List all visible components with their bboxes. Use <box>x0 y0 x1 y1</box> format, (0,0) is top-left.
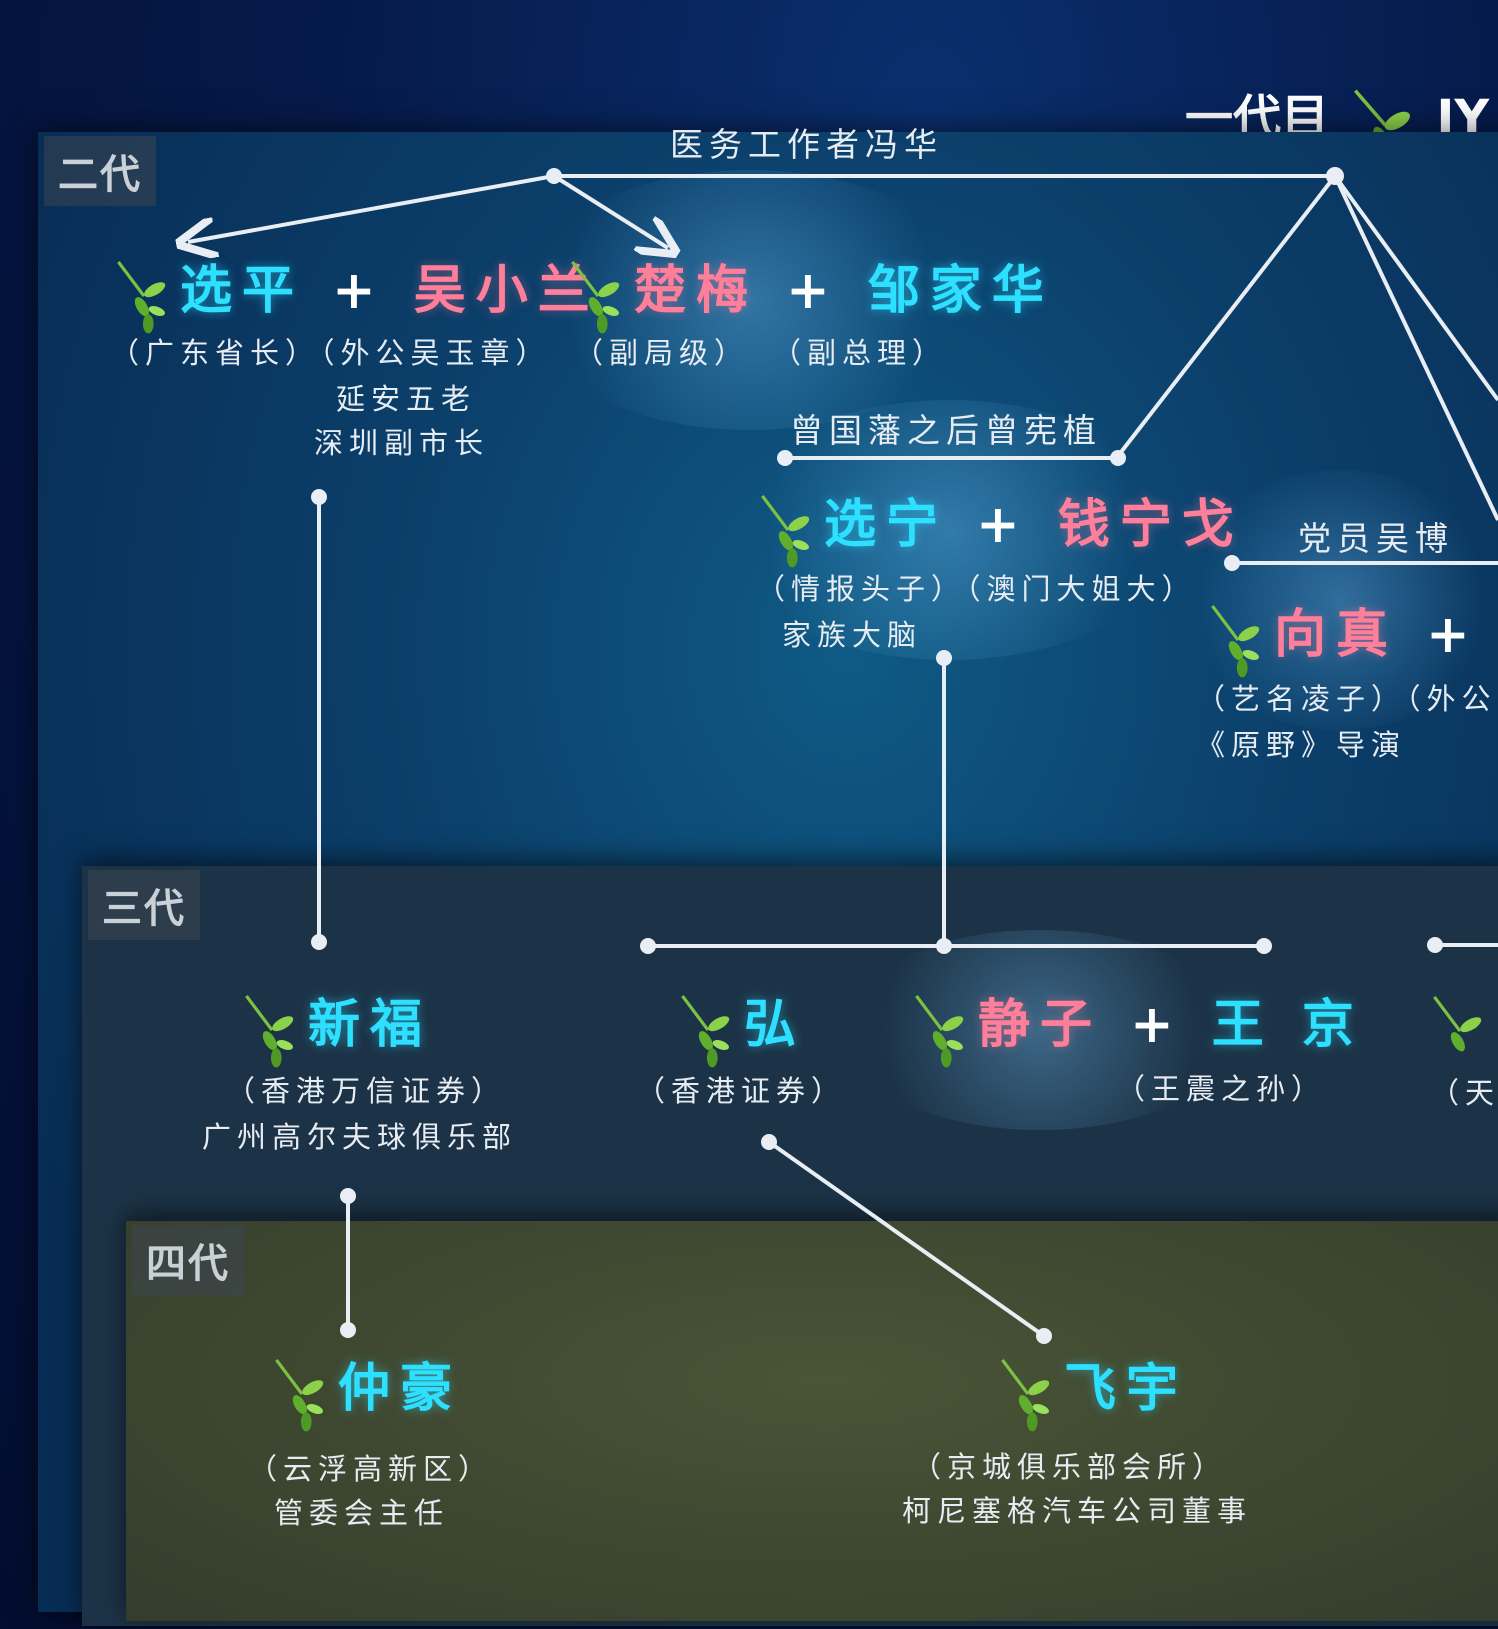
leaf-icon <box>1001 1358 1050 1431</box>
note-xiangzhen-2: 《原野》导演 <box>1196 728 1407 762</box>
person-xuanping: 选平 <box>180 260 305 321</box>
child-arrow-xuanping <box>188 174 555 242</box>
person-zhonghao: 仲豪 <box>338 1358 463 1419</box>
note-hong: （香港证券） <box>636 1074 847 1108</box>
spouse-label-zeng: 曾国藩之后曾宪植 <box>790 411 1102 450</box>
spouse-label-fenghua: 医务工作者冯华 <box>670 125 943 164</box>
note-chumei: （副局级） <box>574 336 750 370</box>
gen2-label: 二代 <box>44 136 156 206</box>
note-xuanping-1: （广东省长）（外公吴玉章） <box>110 336 551 370</box>
note-xinfu-1: （香港万信证券） <box>226 1074 507 1108</box>
leaf-icon <box>915 994 964 1067</box>
spouse-label-wubo: 党员吴博 <box>1298 519 1454 558</box>
person-xinfu: 新福 <box>308 994 433 1055</box>
note-xuanping-2: 延安五老 <box>336 382 477 416</box>
child-line-xiangzhen <box>1333 175 1498 521</box>
leaf-icon <box>117 260 166 333</box>
note-zhonghao-1: （云浮高新区） <box>248 1452 494 1486</box>
couple-chumei: 楚梅 + 邹家华 <box>566 248 1054 335</box>
glow <box>720 400 1180 660</box>
node-hong: 弘 <box>676 982 806 1069</box>
child-line-xuanning <box>1116 174 1337 458</box>
note-zoujiahua: （副总理） <box>772 336 948 370</box>
child-arrow-chumei <box>552 174 668 248</box>
leaf-icon <box>1433 995 1482 1052</box>
descent-line-feiyu <box>767 1140 1046 1338</box>
person-feiyu: 飞宇 <box>1064 1358 1189 1419</box>
leaf-icon <box>245 994 294 1067</box>
note-wangjing: （王震之孙） <box>1116 1072 1327 1106</box>
leaf-icon <box>761 494 810 567</box>
person-qianningge: 钱宁戈 <box>1057 494 1244 555</box>
node-feiyu: 飞宇 <box>996 1346 1188 1433</box>
note-feiyu-2: 柯尼塞格汽车公司董事 <box>902 1494 1253 1528</box>
note-zhonghao-2: 管委会主任 <box>274 1496 450 1530</box>
person-wangjing: 王 京 <box>1211 994 1364 1055</box>
leaf-icon <box>275 1358 324 1431</box>
person-wuxiaolan: 吴小兰 <box>413 260 600 321</box>
person-zoujiahua: 邹家华 <box>867 260 1054 321</box>
note-xuanning-1: （情报头子）（澳门大姐大） <box>756 572 1197 606</box>
glow <box>840 930 1240 1130</box>
note-feiyu-1: （京城俱乐部会所） <box>912 1450 1228 1484</box>
note-xuanping-3: 深圳副市长 <box>314 426 490 460</box>
leaf-icon <box>681 994 730 1067</box>
gen4-label: 四代 <box>132 1225 244 1295</box>
child-line-right <box>1333 174 1498 402</box>
leaf-icon <box>571 260 620 333</box>
leaf-icon <box>1211 604 1260 677</box>
person-hong: 弘 <box>744 994 807 1055</box>
note-xuanning-2: 家族大脑 <box>782 618 923 652</box>
person-xiangzhen: 向真 <box>1274 604 1399 665</box>
couple-xiangzhen: 向真 + 罗 <box>1206 592 1498 679</box>
node-gen3-right-partial <box>1428 990 1496 1070</box>
note-gen3-right-partial: （天 <box>1430 1076 1498 1110</box>
note-xiangzhen-1: （艺名凌子）（外公 <box>1196 682 1497 716</box>
note-xinfu-2: 广州高尔夫球俱乐部 <box>202 1120 518 1154</box>
person-xuanning: 选宁 <box>824 494 949 555</box>
generation-4-panel <box>126 1221 1498 1621</box>
couple-xuanping: 选平 + 吴小兰 <box>112 248 600 335</box>
person-jingzi: 静子 <box>978 994 1103 1055</box>
couple-xuanning: 选宁 + 钱宁戈 <box>756 482 1244 569</box>
node-xinfu: 新福 <box>240 982 432 1069</box>
glow <box>1180 470 1498 730</box>
node-zhonghao: 仲豪 <box>270 1346 462 1433</box>
couple-jingzi: 静子 + 王 京 <box>910 982 1364 1069</box>
person-chumei: 楚梅 <box>634 260 759 321</box>
gen3-label: 三代 <box>88 870 200 940</box>
